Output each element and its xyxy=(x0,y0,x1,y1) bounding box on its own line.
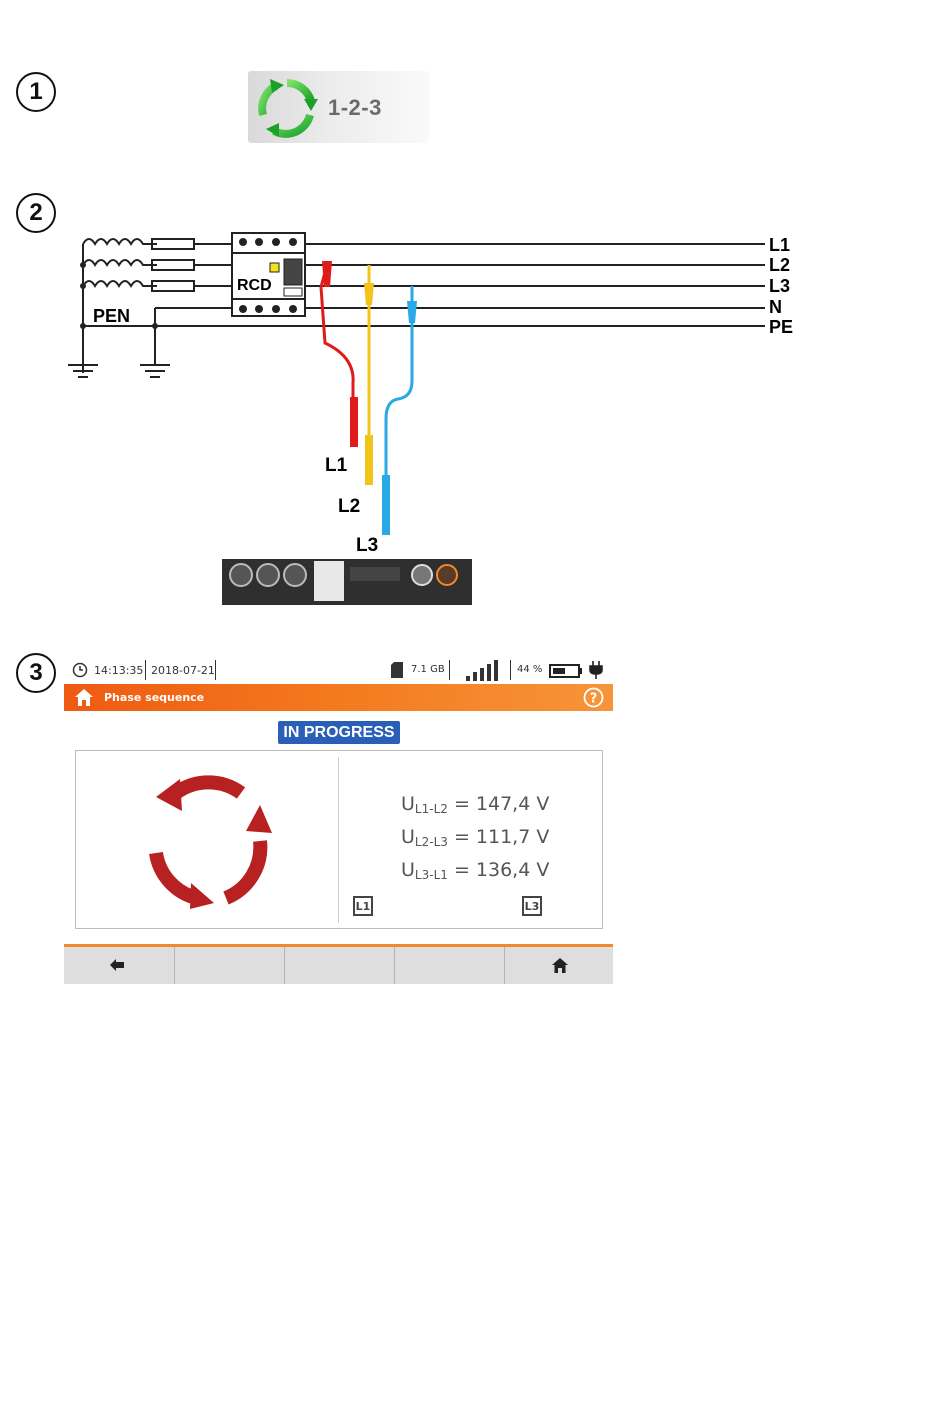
voltage-l2-l3: UL2-L3 = 111,7 V xyxy=(401,826,549,849)
step-3-marker: 3 xyxy=(16,653,56,693)
signal-strength-icon xyxy=(466,659,500,681)
probe-l2 xyxy=(364,265,374,485)
status-storage: 7.1 GB xyxy=(411,664,445,675)
probe-l1 xyxy=(321,261,358,447)
softkey-4[interactable] xyxy=(394,947,505,984)
voltage-l1-l2: UL1-L2 = 147,4 V xyxy=(401,793,549,816)
measurement-panel: UL1-L2 = 147,4 V UL2-L3 = 111,7 V UL3-L1… xyxy=(75,750,603,929)
line-label-l2: L2 xyxy=(769,255,790,275)
back-arrow-icon xyxy=(110,959,124,971)
home-icon[interactable] xyxy=(74,688,94,707)
rotation-arrows-icon xyxy=(252,75,322,141)
phase-sequence-function-tile[interactable]: 1-2-3 xyxy=(248,71,429,143)
line-label-pe: PE xyxy=(769,317,793,337)
probe-label-l1: L1 xyxy=(325,455,348,476)
svg-text:?: ? xyxy=(590,692,598,707)
screen-title: Phase sequence xyxy=(104,691,204,704)
rcd-label: RCD xyxy=(237,277,272,294)
meter-screen: 14:13:35 2018-07-21 7.1 GB 44 % xyxy=(64,656,613,984)
status-bar: 14:13:35 2018-07-21 7.1 GB 44 % xyxy=(64,656,613,684)
power-plug-icon xyxy=(589,661,603,679)
line-label-l3: L3 xyxy=(769,276,790,296)
softkey-2[interactable] xyxy=(174,947,285,984)
probe-label-l2: L2 xyxy=(338,496,360,517)
battery-icon xyxy=(549,664,583,678)
help-icon[interactable]: ? xyxy=(583,687,604,708)
title-bar: Phase sequence ? xyxy=(64,684,613,711)
probe-indicator-l3: L3 xyxy=(522,896,542,916)
status-badge: IN PROGRESS xyxy=(278,721,400,744)
probe-indicator-l1: L1 xyxy=(353,896,373,916)
line-label-n: N xyxy=(769,297,782,317)
home-softkey[interactable] xyxy=(504,947,613,984)
home-icon xyxy=(552,958,568,973)
step-1-marker: 1 xyxy=(16,72,56,112)
probe-label-l3: L3 xyxy=(356,535,378,556)
sd-card-icon xyxy=(391,662,403,678)
back-softkey[interactable] xyxy=(64,947,175,984)
softkey-3[interactable] xyxy=(284,947,395,984)
phase-rotation-icon xyxy=(136,771,286,911)
function-tile-label: 1-2-3 xyxy=(328,95,382,121)
probe-l3 xyxy=(382,286,417,535)
softkey-bar xyxy=(64,944,613,984)
pen-label: PEN xyxy=(93,306,130,326)
meter-socket-panel xyxy=(222,559,472,605)
status-date: 2018-07-21 xyxy=(151,664,215,677)
status-battery-percent: 44 % xyxy=(517,664,542,675)
voltage-l3-l1: UL3-L1 = 136,4 V xyxy=(401,859,549,882)
line-label-l1: L1 xyxy=(769,235,790,255)
status-time: 14:13:35 xyxy=(94,664,143,677)
wiring-diagram: RCD PEN L1 L2 L3 N PE L1 L2 L3 xyxy=(60,225,820,610)
clock-icon xyxy=(72,662,88,678)
step-2-marker: 2 xyxy=(16,193,56,233)
